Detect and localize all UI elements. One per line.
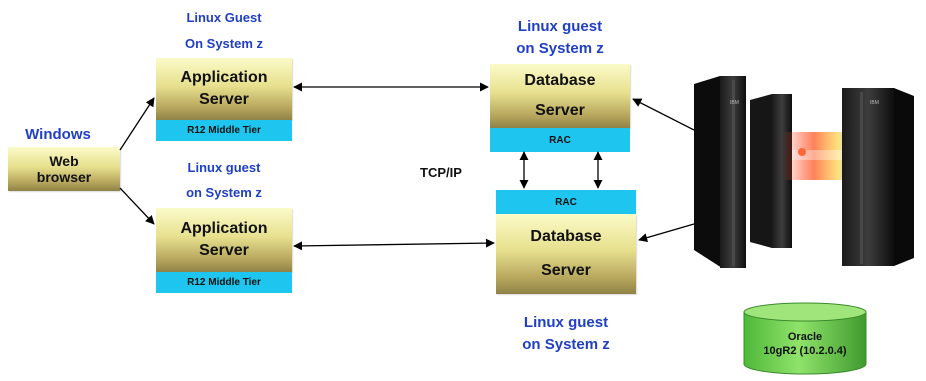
windows-label: Windows [25, 126, 91, 143]
app-bottom-line1: Application [180, 220, 268, 237]
app-top-os-label-line1: Linux Guest [186, 10, 262, 25]
tcpip-label: TCP/IP [420, 165, 462, 180]
db-bottom-rac-bar: RAC [496, 190, 636, 214]
oracle-label-line1: Oracle [787, 331, 823, 343]
db-server-bottom: Database Server [496, 214, 636, 294]
app-server-top: Application Server [156, 58, 292, 120]
database-cylinder-icon [742, 302, 868, 376]
svg-text:IBM: IBM [730, 100, 739, 106]
browser-to-app-bottom-arrow [119, 187, 155, 225]
db-server-top: Database Server [490, 64, 630, 128]
app-top-line1: Application [180, 69, 268, 86]
app-bottom-os-label-line2: on System z [186, 185, 262, 200]
web-browser-line2: browser [36, 169, 92, 185]
app-bottom-tier-bar: R12 Middle Tier [156, 272, 292, 293]
db-top-line2: Server [535, 102, 585, 119]
db-bottom-os-label-line2: on System z [522, 336, 610, 353]
app-bottom-to-db-bottom-arrow [293, 238, 495, 251]
app-bottom-os-label-line1: Linux guest [187, 160, 261, 175]
mainframe-to-db-bottom-arrow [638, 223, 695, 243]
web-browser-box: Web browser [8, 147, 120, 191]
ibm-system-z-mainframe-icon: IBM IBM [692, 72, 918, 272]
app-bottom-line2: Server [199, 242, 249, 259]
app-top-os-label-line2: On System z [184, 36, 264, 51]
db-top-os-label-line1: Linux guest [517, 18, 603, 35]
app-top-line2: Server [199, 91, 249, 108]
app-top-tier-bar: R12 Middle Tier [156, 120, 292, 141]
db-bottom-line1: Database [530, 228, 602, 245]
db-bottom-os-label-line1: Linux guest [523, 314, 609, 331]
oracle-label-line2: 10gR2 (10.2.0.4) [763, 345, 847, 357]
cylinder-graphic [743, 302, 867, 375]
web-browser-line1: Web [49, 153, 79, 169]
svg-text:IBM: IBM [870, 100, 879, 106]
mainframe-graphic: IBM IBM [694, 76, 914, 268]
db-top-line1: Database [524, 72, 596, 89]
db-top-rac-bar: RAC [490, 128, 630, 152]
mainframe-to-db-top-arrow [632, 98, 695, 131]
browser-to-app-top-arrow [119, 97, 155, 151]
app-server-bottom: Application Server [156, 208, 292, 272]
db-top-os-label-line2: on System z [516, 40, 604, 57]
db-bottom-line2: Server [541, 262, 591, 279]
